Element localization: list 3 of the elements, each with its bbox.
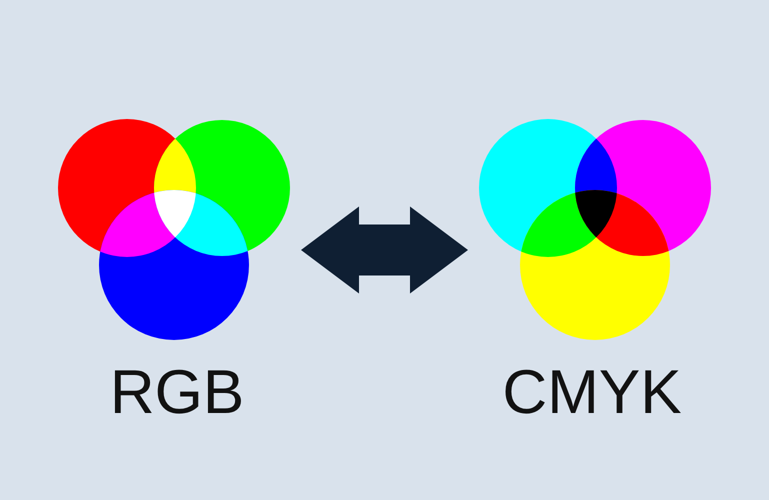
color-model-label: RGB (110, 362, 244, 424)
color-model-label: CMYK (502, 362, 682, 424)
double-arrow (301, 206, 468, 294)
